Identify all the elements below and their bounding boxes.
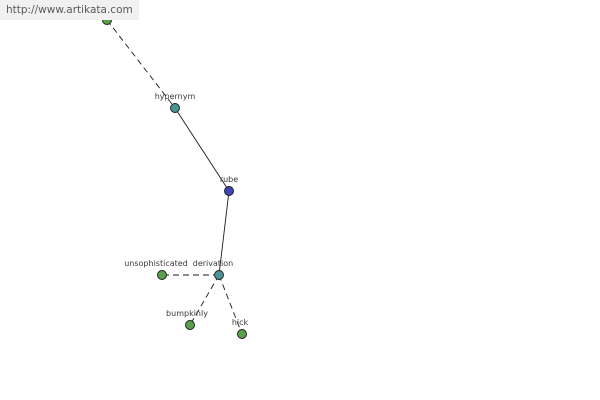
node-bumpkinly[interactable] [185, 320, 195, 330]
node-hypernym[interactable] [170, 103, 180, 113]
node-label-rube[interactable]: rube [220, 175, 238, 184]
site-url-banner[interactable]: http://www.artikata.com [0, 0, 139, 20]
node-label-derivation[interactable]: derivation [193, 259, 233, 268]
node-rube[interactable] [224, 186, 234, 196]
node-label-bumpkinly[interactable]: bumpkinly [166, 309, 208, 318]
node-label-hick[interactable]: hick [232, 318, 249, 327]
node-label-hypernym[interactable]: hypernym [155, 92, 196, 101]
edge-hypernym-rube [174, 107, 230, 192]
node-unsophisticated[interactable] [157, 270, 167, 280]
edge-derivation-hick [218, 274, 243, 335]
edges-layer [106, 19, 243, 335]
node-derivation[interactable] [214, 270, 224, 280]
nodes-layer [102, 15, 247, 339]
labels-layer: hypernym rube derivation unsophisticated bum… [124, 92, 248, 327]
edge-top-hypernym [106, 19, 176, 109]
edge-rube-derivation [218, 190, 230, 276]
node-label-unsophisticated[interactable]: unsophisticated [124, 259, 188, 268]
node-hick[interactable] [237, 329, 247, 339]
